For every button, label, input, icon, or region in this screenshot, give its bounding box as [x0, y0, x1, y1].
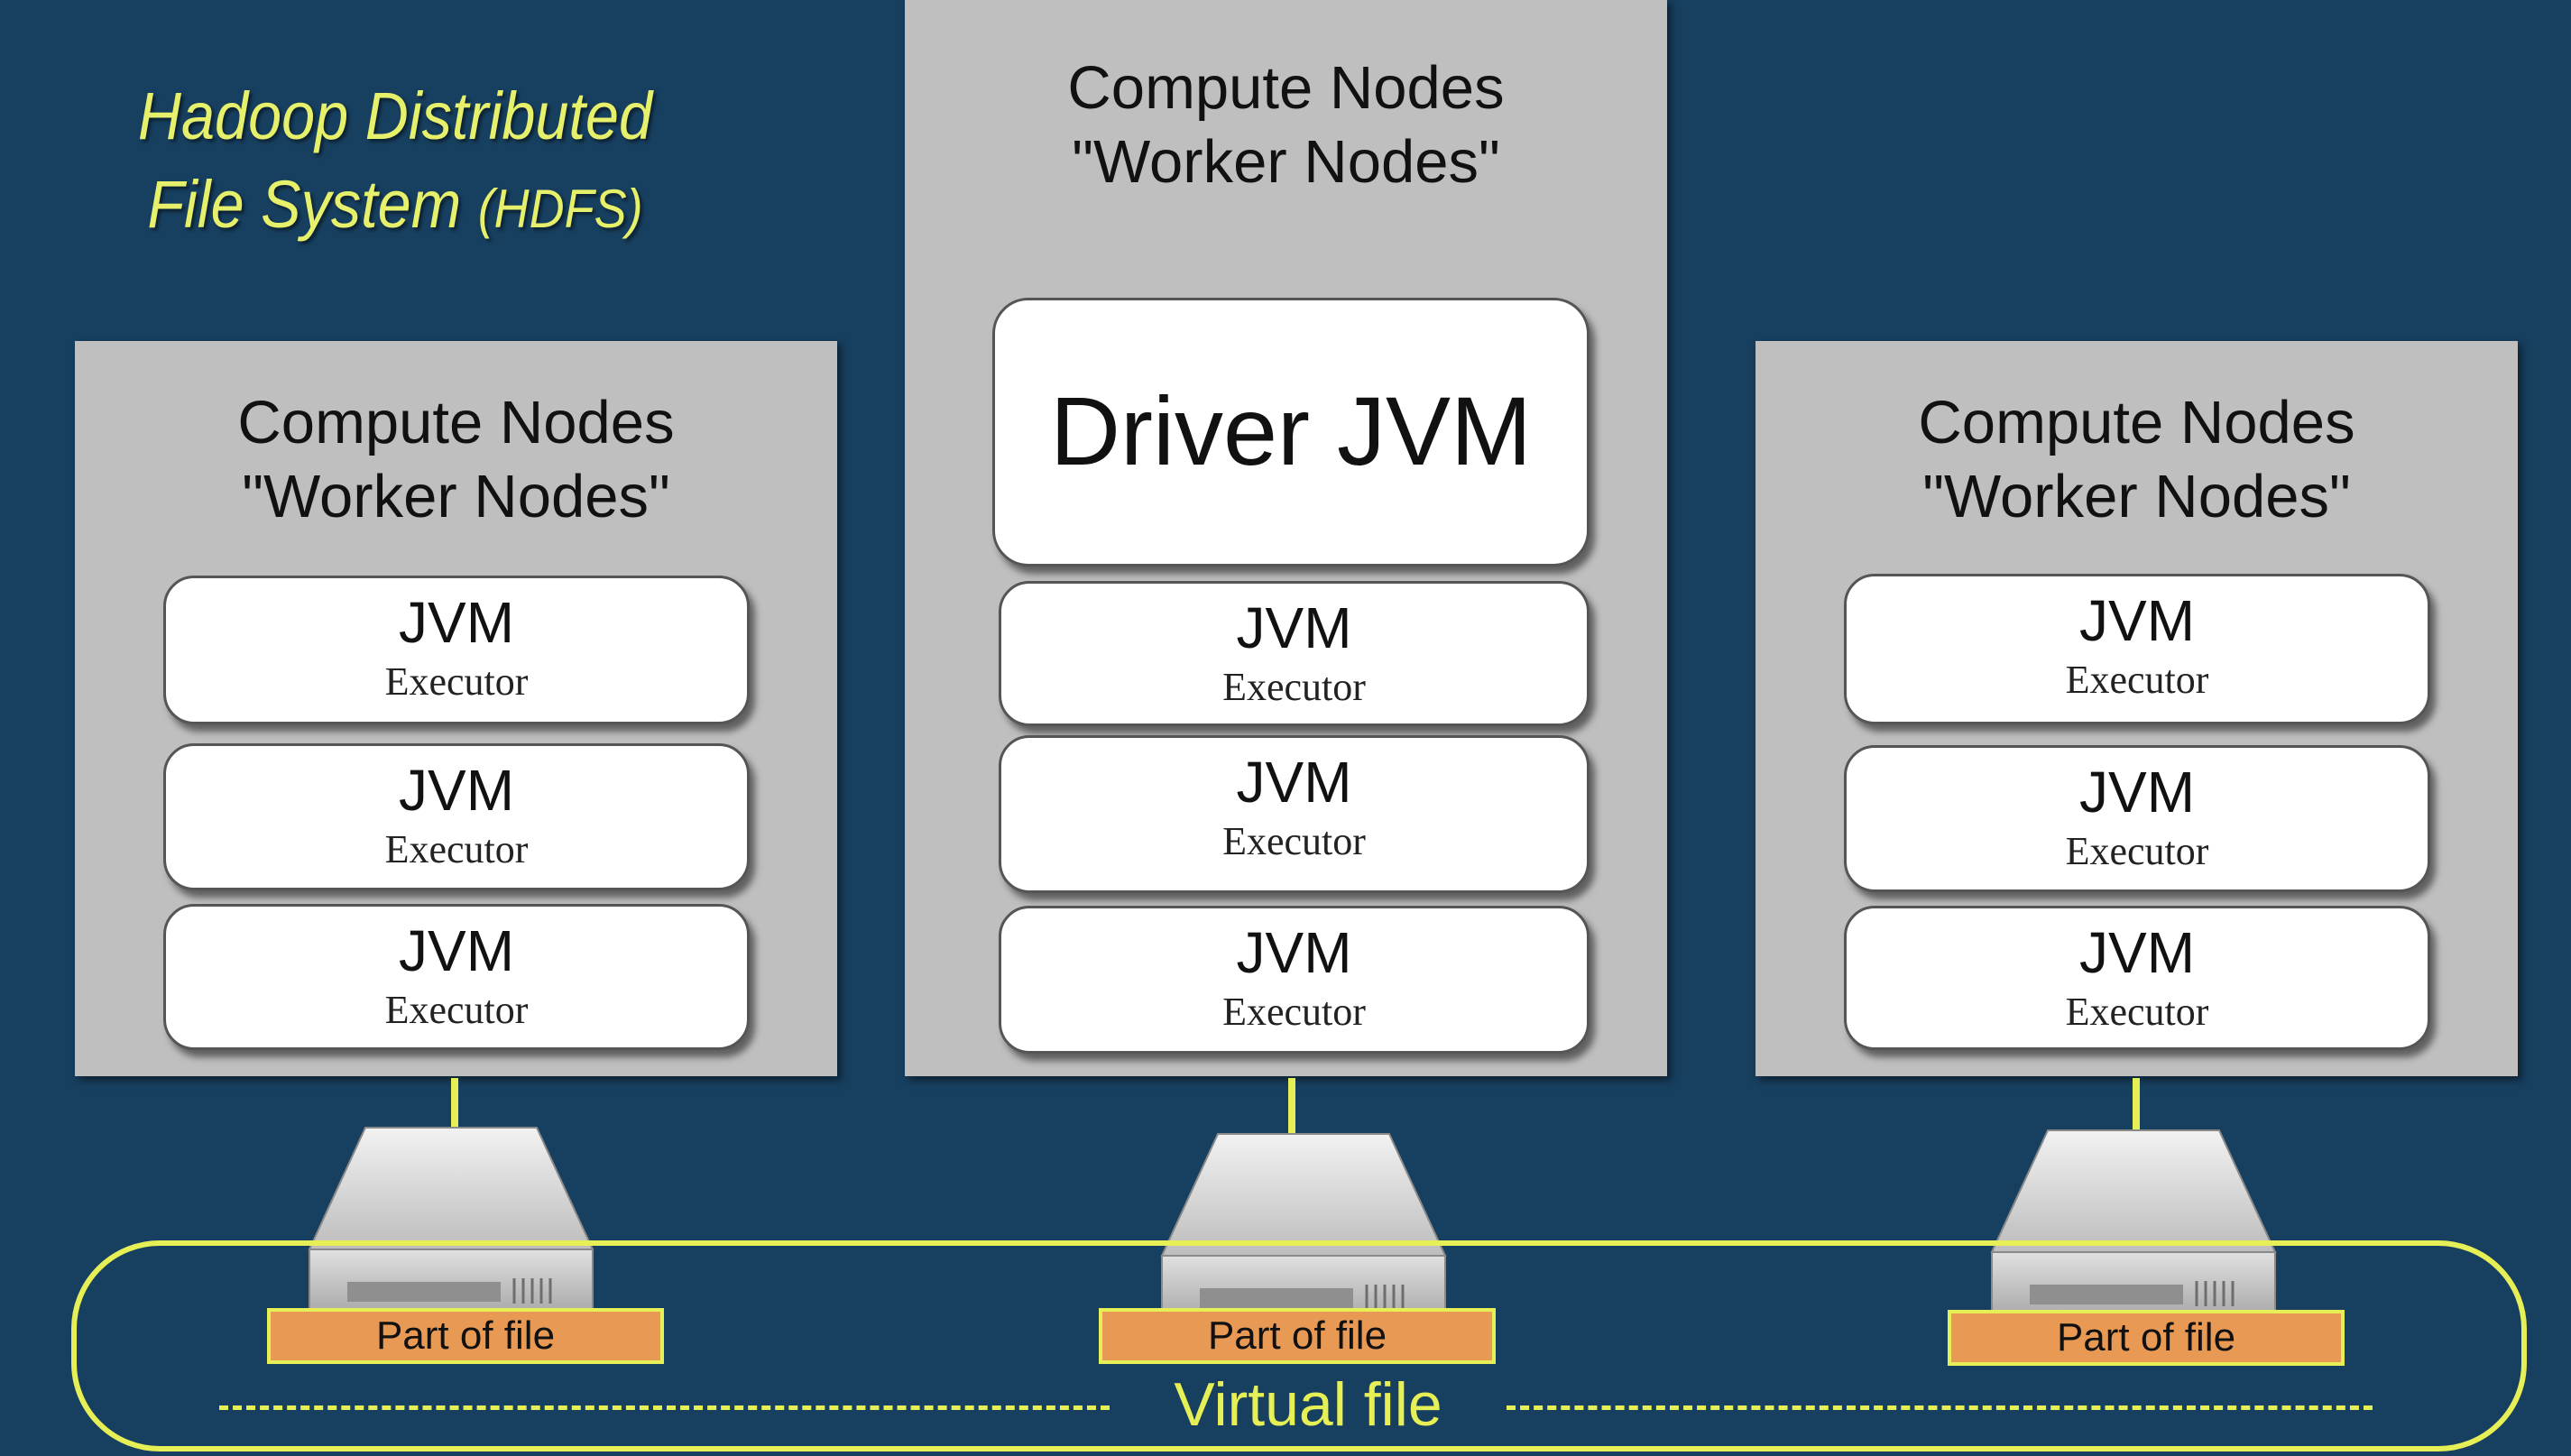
driver-jvm-label: Driver JVM — [1050, 376, 1532, 485]
executor-label: Executor — [2065, 990, 2209, 1034]
executor-label: Executor — [384, 988, 529, 1032]
connector-line-left — [451, 1078, 458, 1168]
executor-box: JVM Executor — [163, 743, 750, 890]
virtual-file-label: Virtual file — [1174, 1370, 1442, 1439]
executor-box: JVM Executor — [1844, 906, 2430, 1050]
executor-box: JVM Executor — [999, 735, 1590, 893]
executor-label: Executor — [384, 827, 529, 871]
node-title-line1: Compute Nodes — [237, 389, 675, 456]
file-part-left: Part of file — [267, 1308, 664, 1364]
jvm-label: JVM — [2079, 760, 2195, 825]
hdfs-title: Hadoop Distributed File System (HDFS) — [135, 72, 655, 253]
executor-box: JVM Executor — [163, 576, 750, 724]
driver-jvm-box: Driver JVM — [992, 298, 1590, 567]
file-part-right: Part of file — [1948, 1310, 2345, 1366]
executor-label: Executor — [1222, 665, 1366, 709]
dashed-line-right — [1507, 1405, 2373, 1410]
executor-label: Executor — [1222, 819, 1366, 863]
executor-label: Executor — [384, 659, 529, 704]
hdfs-title-abbrev: (HDFS) — [477, 179, 643, 239]
node-title: Compute Nodes "Worker Nodes" — [75, 386, 837, 534]
worker-node-left: Compute Nodes "Worker Nodes" JVM Executo… — [75, 341, 837, 1076]
executor-label: Executor — [1222, 990, 1366, 1034]
node-title: Compute Nodes "Worker Nodes" — [1755, 386, 2518, 534]
node-title-line1: Compute Nodes — [1067, 54, 1505, 122]
executor-label: Executor — [2065, 829, 2209, 873]
executor-box: JVM Executor — [1844, 745, 2430, 892]
executor-box: JVM Executor — [1844, 574, 2430, 724]
hdfs-title-line1: Hadoop Distributed — [137, 78, 653, 153]
jvm-label: JVM — [2079, 588, 2195, 653]
executor-label: Executor — [2065, 658, 2209, 702]
node-title-line2: "Worker Nodes" — [1072, 128, 1500, 196]
hdfs-title-line2: File System (HDFS) — [135, 161, 655, 253]
jvm-label: JVM — [399, 758, 514, 823]
executor-box: JVM Executor — [999, 581, 1590, 726]
worker-node-right: Compute Nodes "Worker Nodes" JVM Executo… — [1755, 341, 2518, 1076]
jvm-label: JVM — [1236, 750, 1352, 815]
file-part-center: Part of file — [1099, 1308, 1496, 1364]
jvm-label: JVM — [1236, 595, 1352, 660]
hdfs-title-line2-main: File System — [147, 167, 462, 242]
jvm-label: JVM — [2079, 920, 2195, 985]
node-title-line2: "Worker Nodes" — [1922, 463, 2351, 530]
jvm-label: JVM — [1236, 920, 1352, 985]
node-title-line2: "Worker Nodes" — [242, 463, 670, 530]
executor-box: JVM Executor — [999, 906, 1590, 1054]
jvm-label: JVM — [399, 918, 514, 983]
dashed-line-left — [219, 1405, 1110, 1410]
connector-line-center — [1288, 1078, 1295, 1168]
node-title: Compute Nodes "Worker Nodes" — [905, 51, 1667, 199]
node-title-line1: Compute Nodes — [1918, 389, 2355, 456]
worker-node-center: Compute Nodes "Worker Nodes" Driver JVM … — [905, 0, 1667, 1076]
jvm-label: JVM — [399, 590, 514, 655]
executor-box: JVM Executor — [163, 904, 750, 1050]
connector-line-right — [2133, 1078, 2140, 1168]
